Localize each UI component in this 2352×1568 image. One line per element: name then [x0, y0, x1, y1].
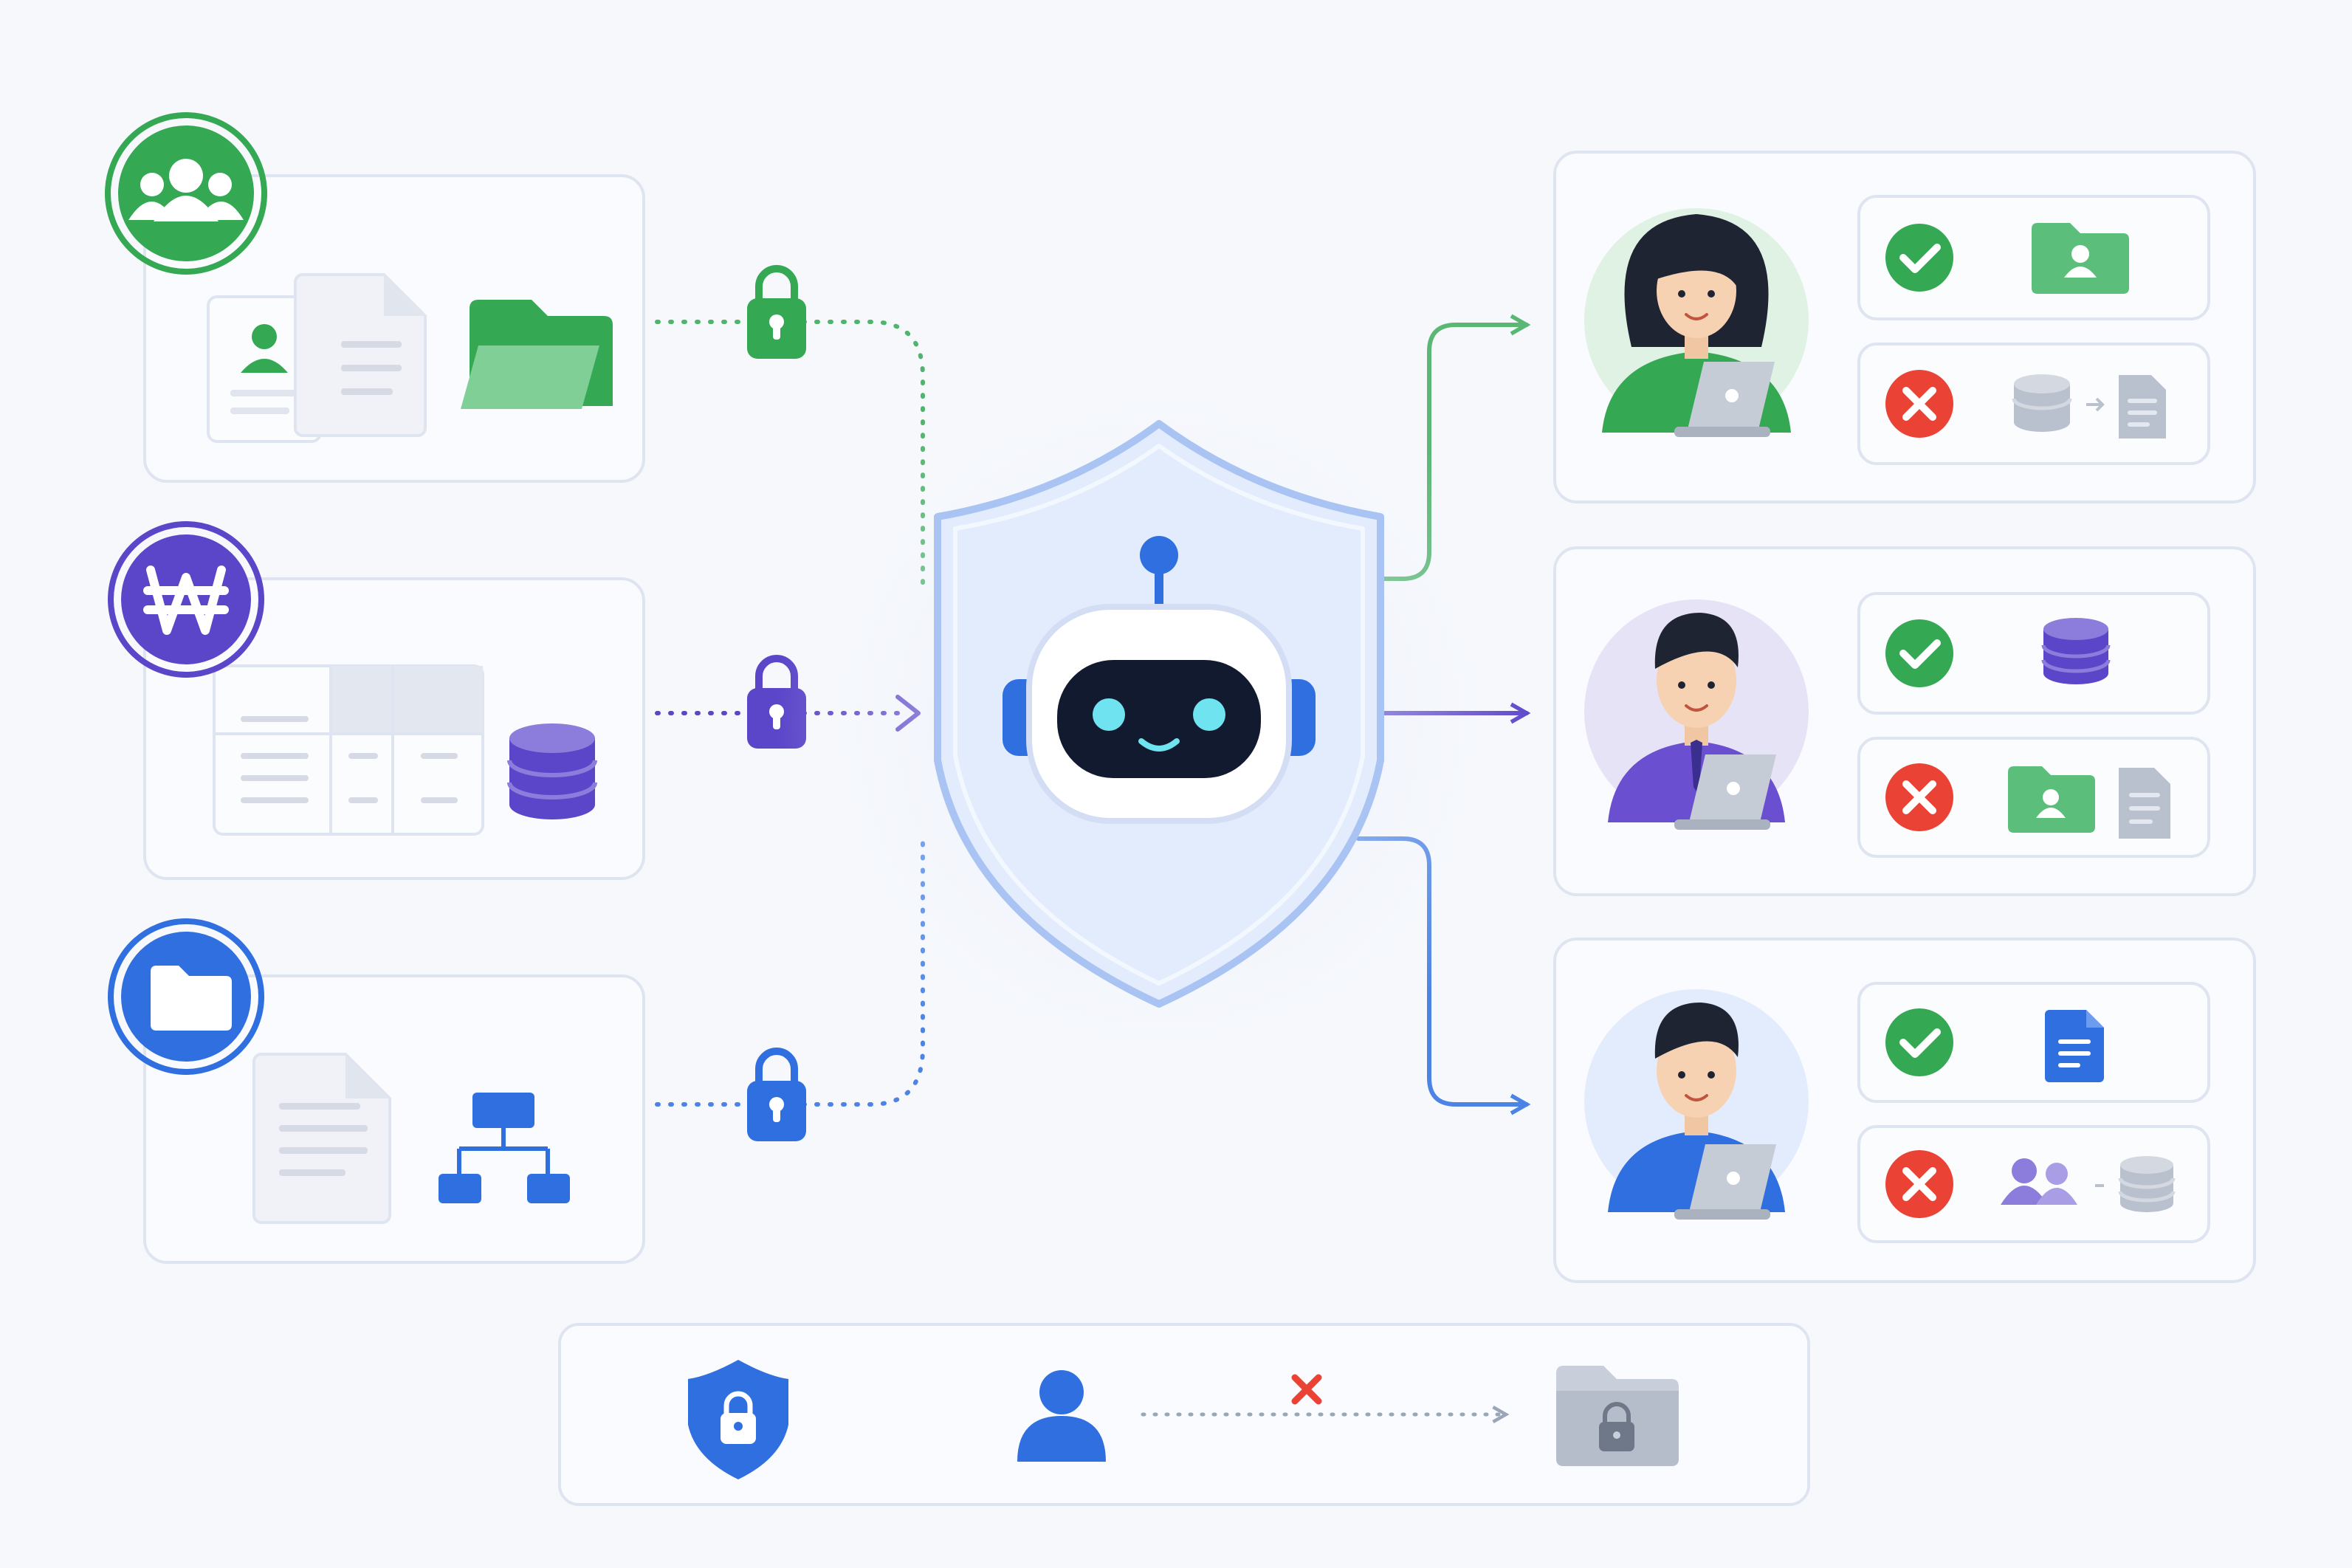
spreadsheet-icon	[213, 664, 484, 836]
flow-arrow-icon	[2086, 397, 2105, 412]
permission-allowed-row	[1857, 592, 2210, 715]
people-group-icon	[128, 159, 244, 221]
lock-icon-projects	[747, 1048, 806, 1141]
badge-projects	[108, 918, 264, 1075]
blocked-cross-icon	[1291, 1374, 1322, 1405]
legend-panel	[558, 1323, 1810, 1506]
folder-icon	[461, 300, 613, 409]
connector-hr	[655, 320, 925, 585]
connector-projects	[655, 836, 925, 1107]
connectors-left	[655, 320, 925, 1107]
user-folder-icon	[2032, 223, 2129, 294]
won-currency-icon	[143, 565, 229, 635]
man-with-tie-laptop-avatar	[1584, 599, 1809, 830]
cross-icon	[1885, 763, 1953, 831]
permission-allowed-row	[1857, 982, 2210, 1103]
check-icon	[1885, 224, 1953, 292]
woman-with-laptop-avatar	[1584, 208, 1809, 437]
legend-card	[558, 1323, 1810, 1506]
cross-icon	[1885, 1150, 1953, 1218]
document-icon	[2119, 768, 2170, 839]
user-card-3	[1553, 938, 2256, 1283]
database-icon	[2118, 1156, 2176, 1212]
shield-lock-icon	[688, 1360, 788, 1479]
user-card-2	[1553, 546, 2256, 896]
source-group-hr	[143, 174, 645, 483]
badge-hr	[105, 112, 267, 275]
document-icon	[2045, 1010, 2104, 1082]
database-icon	[2041, 618, 2111, 684]
lock-icon-hr	[747, 265, 806, 359]
database-icon	[507, 723, 597, 819]
org-chart-icon	[439, 1093, 570, 1203]
user-icon	[1017, 1370, 1106, 1462]
permission-allowed-row	[1857, 195, 2210, 320]
check-icon	[1885, 619, 1953, 687]
robot-icon	[1003, 536, 1316, 824]
locked-folder-icon	[1556, 1366, 1679, 1466]
man-with-laptop-avatar	[1584, 989, 1809, 1220]
permission-denied-row	[1857, 737, 2210, 858]
document-icon	[2119, 375, 2166, 439]
user-folder-icon	[2008, 766, 2095, 833]
permission-denied-row	[1857, 343, 2210, 465]
source-group-projects	[143, 974, 645, 1264]
document-icon	[252, 1053, 391, 1224]
cross-icon	[1885, 370, 1953, 438]
check-icon	[1885, 1008, 1953, 1076]
badge-finance	[108, 521, 264, 678]
permission-denied-row	[1857, 1125, 2210, 1243]
user-card-1	[1553, 151, 2256, 503]
document-icon	[294, 273, 427, 437]
database-icon	[2012, 374, 2072, 432]
profile-document-icon	[207, 295, 322, 443]
folder-icon	[151, 966, 232, 1031]
source-group-finance	[143, 577, 645, 880]
people-group-icon	[2001, 1158, 2077, 1205]
